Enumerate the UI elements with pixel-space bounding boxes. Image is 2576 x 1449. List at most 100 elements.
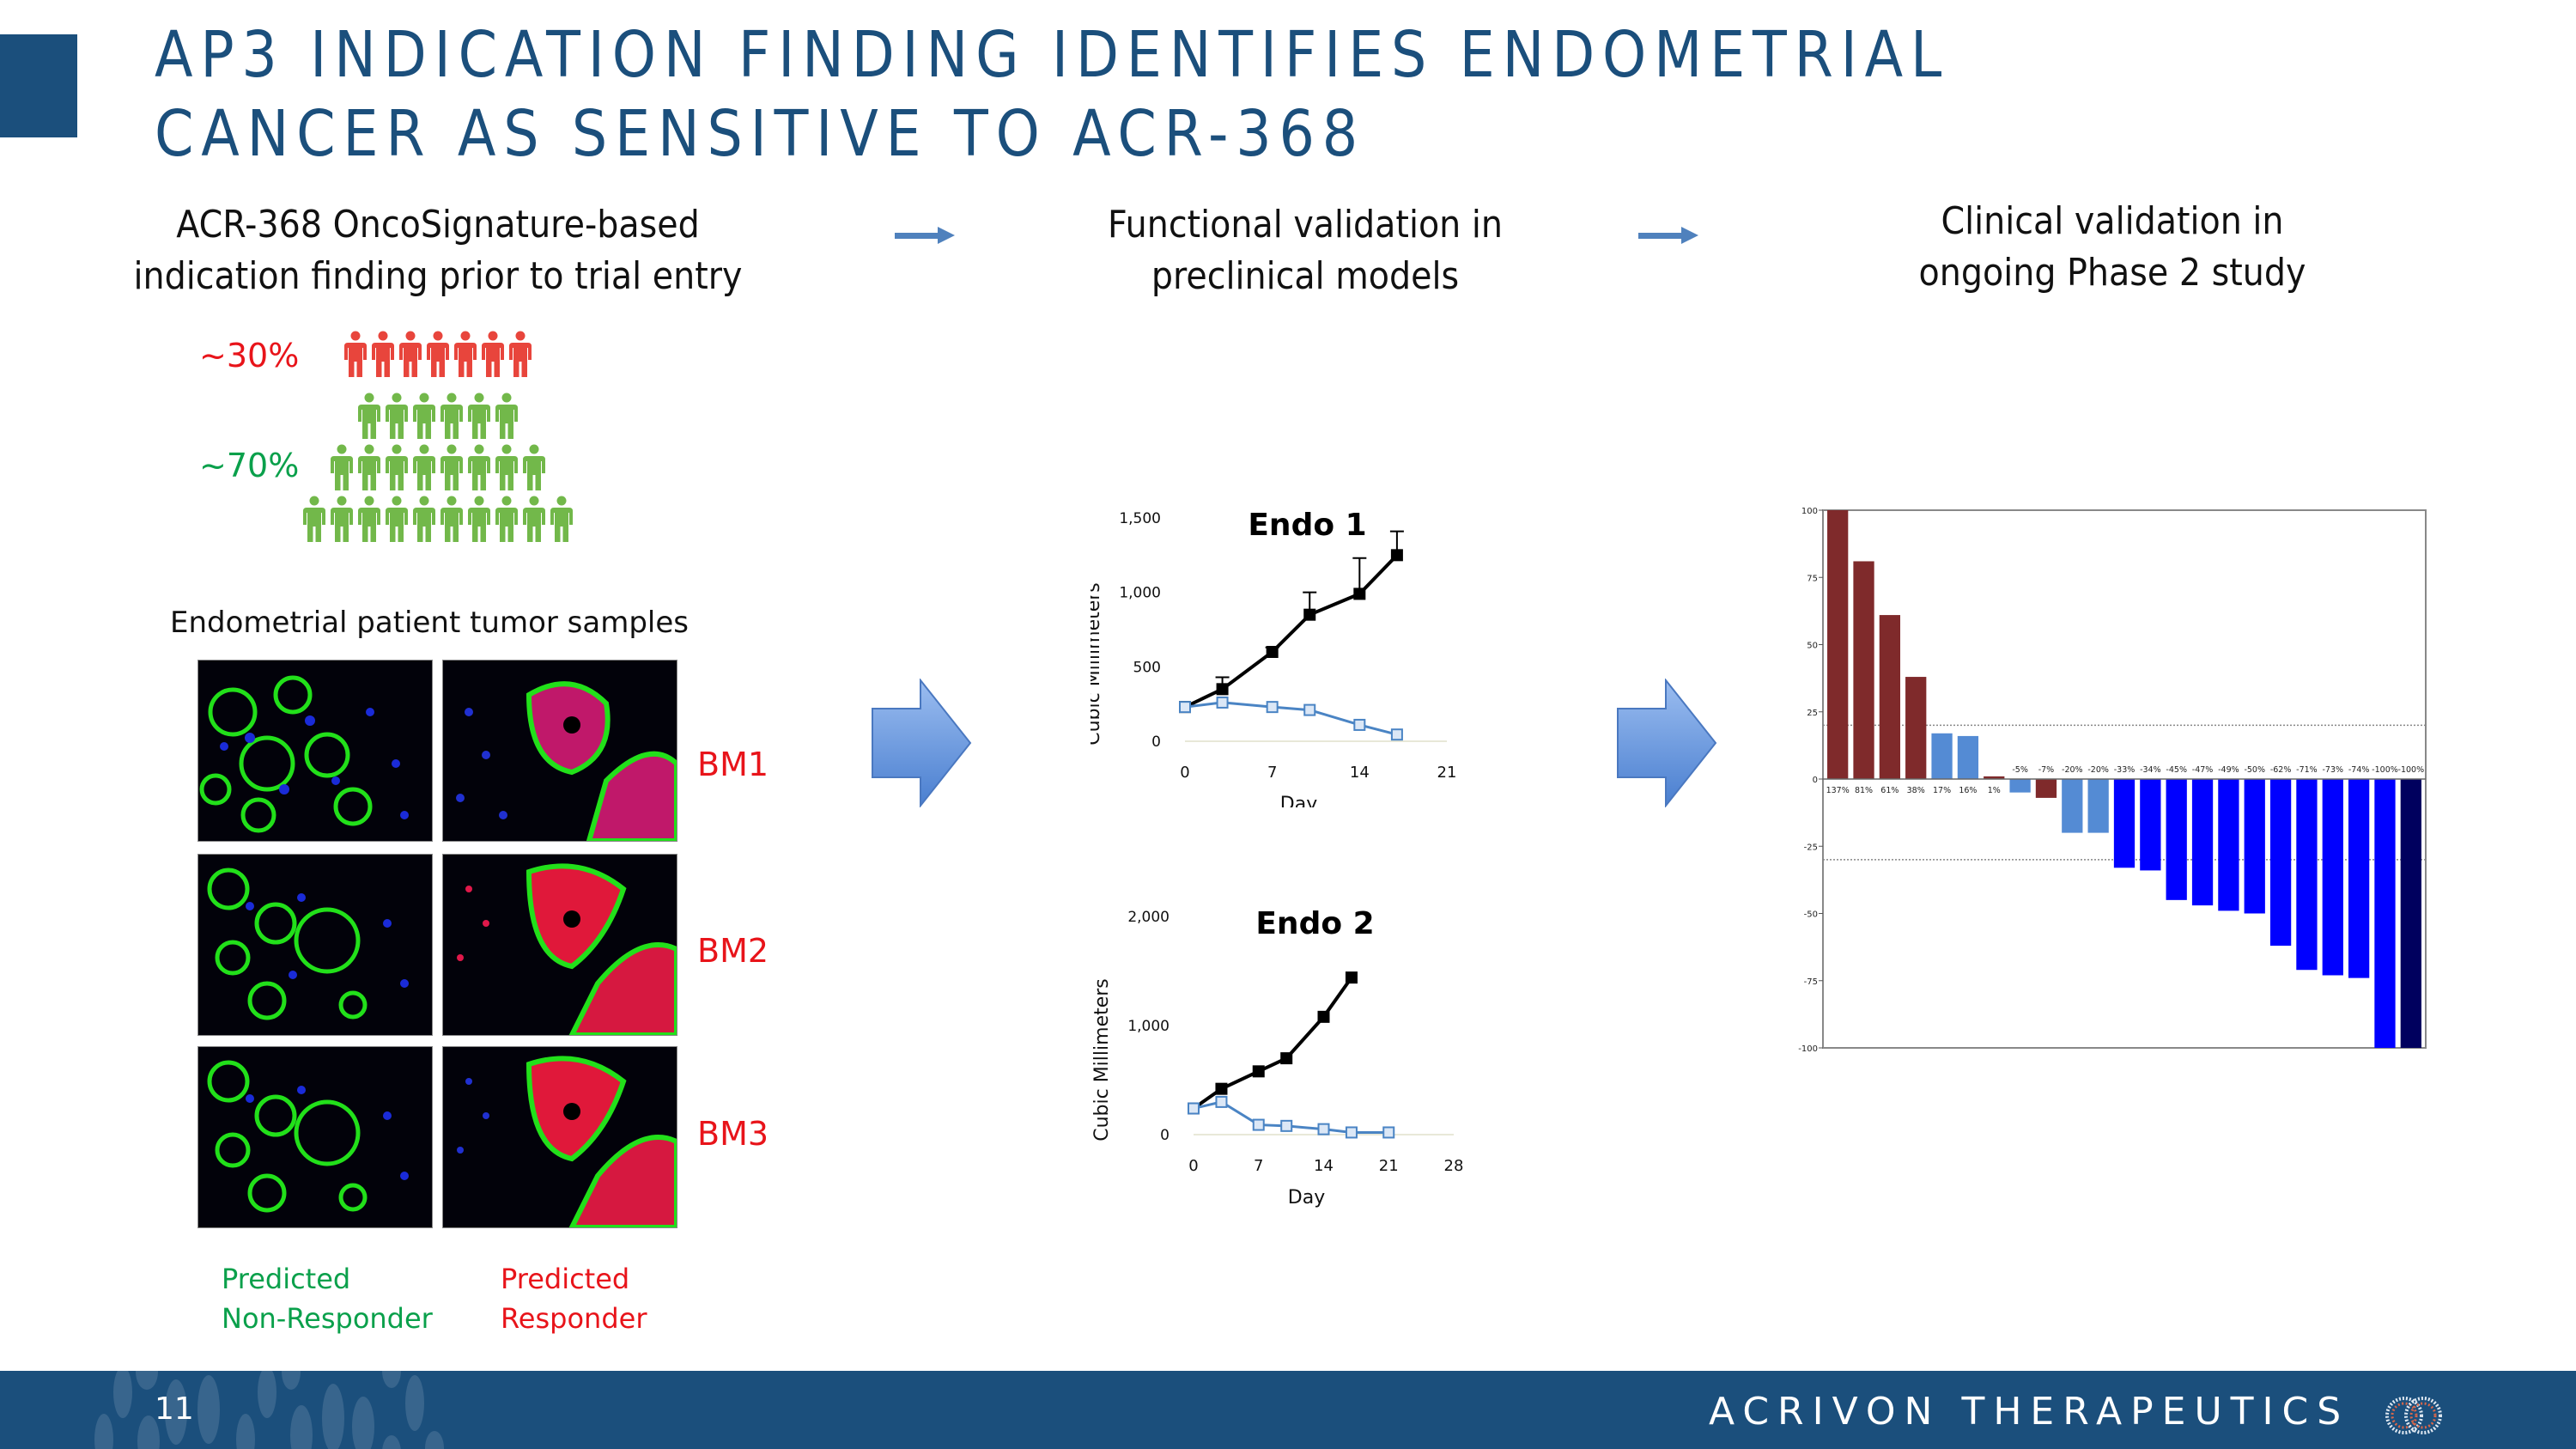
person-icon bbox=[413, 393, 435, 439]
big-arrow-right-icon bbox=[1617, 679, 1717, 807]
person-icon bbox=[331, 496, 353, 542]
tissue-image-responder-bm3 bbox=[442, 1046, 677, 1228]
svg-text:75: 75 bbox=[1807, 574, 1818, 583]
svg-text:28: 28 bbox=[1444, 1157, 1464, 1175]
svg-text:-100: -100 bbox=[1798, 1044, 1818, 1054]
svg-text:-45%: -45% bbox=[2166, 765, 2187, 775]
svg-text:-50: -50 bbox=[1804, 910, 1818, 920]
svg-text:-50%: -50% bbox=[2244, 765, 2265, 775]
svg-text:7: 7 bbox=[1254, 1157, 1263, 1175]
tissue-image-responder-bm2 bbox=[442, 854, 677, 1036]
samples-label: Endometrial patient tumor samples bbox=[170, 606, 690, 640]
svg-text:-20%: -20% bbox=[2062, 765, 2083, 775]
bm3-label: BM3 bbox=[697, 1115, 769, 1153]
column-header-clinical: Clinical validation in ongoing Phase 2 s… bbox=[1918, 199, 2306, 295]
svg-text:-100%: -100% bbox=[2372, 765, 2398, 775]
person-icon bbox=[495, 393, 518, 439]
svg-text:-74%: -74% bbox=[2348, 765, 2370, 775]
svg-text:-5%: -5% bbox=[2012, 765, 2028, 775]
svg-text:-33%: -33% bbox=[2114, 765, 2136, 775]
svg-text:50: 50 bbox=[1807, 642, 1818, 651]
person-icon bbox=[440, 393, 463, 439]
title-line-2: CANCER AS SENSITIVE TO ACR-368 bbox=[155, 97, 1365, 171]
svg-text:38%: 38% bbox=[1907, 786, 1925, 795]
interlocking-rings-logo-icon bbox=[2385, 1397, 2442, 1434]
person-icon bbox=[468, 444, 490, 490]
waterfall-chart: 1007550250-25-50-75-100137%81%61%38%17%1… bbox=[1798, 507, 2427, 1054]
svg-text:16%: 16% bbox=[1959, 786, 1977, 795]
page-number: 11 bbox=[155, 1391, 194, 1427]
person-icon bbox=[440, 444, 463, 490]
svg-text:0: 0 bbox=[1160, 1127, 1170, 1144]
svg-text:-71%: -71% bbox=[2296, 765, 2318, 775]
svg-text:25: 25 bbox=[1807, 709, 1818, 718]
svg-text:Cubic Millimeters: Cubic Millimeters bbox=[1091, 978, 1113, 1142]
arrow-right-icon bbox=[895, 227, 955, 244]
person-icon bbox=[482, 331, 504, 377]
svg-text:-49%: -49% bbox=[2218, 765, 2239, 775]
svg-text:1%: 1% bbox=[1988, 786, 2001, 795]
svg-text:Day: Day bbox=[1280, 794, 1317, 807]
predicted-responder-label: Predicted Responder bbox=[501, 1263, 647, 1335]
person-icon bbox=[386, 496, 408, 542]
person-icon bbox=[523, 444, 545, 490]
company-brand: ACRIVON THERAPEUTICS bbox=[1709, 1390, 2350, 1434]
person-icon bbox=[468, 393, 490, 439]
person-icon bbox=[358, 393, 380, 439]
svg-text:7: 7 bbox=[1267, 764, 1277, 782]
person-icon bbox=[495, 444, 518, 490]
person-icon bbox=[427, 331, 449, 377]
svg-text:2,000: 2,000 bbox=[1127, 909, 1170, 926]
person-icon bbox=[358, 444, 380, 490]
big-arrow-right-icon bbox=[872, 679, 972, 807]
person-icon bbox=[386, 393, 408, 439]
svg-text:0: 0 bbox=[1180, 764, 1189, 782]
person-icon bbox=[358, 496, 380, 542]
person-icon bbox=[454, 331, 477, 377]
svg-text:0: 0 bbox=[1813, 776, 1818, 785]
fluorescence-image bbox=[198, 1047, 432, 1227]
arrow-right-icon bbox=[1638, 227, 1698, 244]
person-icon bbox=[413, 496, 435, 542]
svg-text:21: 21 bbox=[1437, 764, 1457, 782]
svg-text:0: 0 bbox=[1151, 734, 1161, 751]
person-icon bbox=[440, 496, 463, 542]
fluorescence-image bbox=[443, 1047, 677, 1227]
svg-text:81%: 81% bbox=[1855, 786, 1873, 795]
fluorescence-image bbox=[443, 855, 677, 1035]
person-icon bbox=[386, 444, 408, 490]
svg-text:1,500: 1,500 bbox=[1119, 510, 1161, 527]
svg-text:-47%: -47% bbox=[2192, 765, 2214, 775]
footer-bar bbox=[0, 1371, 2576, 1449]
bm1-label: BM1 bbox=[697, 746, 769, 783]
svg-text:137%: 137% bbox=[1826, 786, 1850, 795]
tissue-image-nonresponder-bm1 bbox=[197, 660, 433, 842]
predicted-nonresponder-label: Predicted Non-Responder bbox=[222, 1263, 433, 1335]
svg-text:-34%: -34% bbox=[2140, 765, 2161, 775]
fluorescence-image bbox=[443, 661, 677, 841]
svg-text:14: 14 bbox=[1314, 1157, 1334, 1175]
svg-text:-73%: -73% bbox=[2323, 765, 2344, 775]
svg-text:17%: 17% bbox=[1933, 786, 1951, 795]
person-icon bbox=[495, 496, 518, 542]
person-icon bbox=[509, 331, 532, 377]
nonresponder-percent: ~70% bbox=[199, 447, 300, 484]
svg-text:14: 14 bbox=[1350, 764, 1370, 782]
svg-text:1,000: 1,000 bbox=[1119, 585, 1161, 602]
title-line-1: AP3 INDICATION FINDING IDENTIFIES ENDOME… bbox=[155, 18, 1950, 92]
bm2-label: BM2 bbox=[697, 932, 769, 970]
svg-text:500: 500 bbox=[1133, 659, 1161, 676]
svg-text:-75: -75 bbox=[1804, 977, 1818, 987]
responder-row bbox=[292, 331, 584, 379]
page-title: AP3 INDICATION FINDING IDENTIFIES ENDOME… bbox=[155, 15, 1949, 174]
fluorescence-image bbox=[198, 661, 432, 841]
svg-text:-62%: -62% bbox=[2270, 765, 2292, 775]
person-icon bbox=[468, 496, 490, 542]
person-icon bbox=[303, 496, 325, 542]
svg-text:Endo 2: Endo 2 bbox=[1255, 906, 1374, 941]
nonresponder-row bbox=[292, 496, 584, 544]
person-icon bbox=[550, 496, 573, 542]
person-icon bbox=[372, 331, 394, 377]
